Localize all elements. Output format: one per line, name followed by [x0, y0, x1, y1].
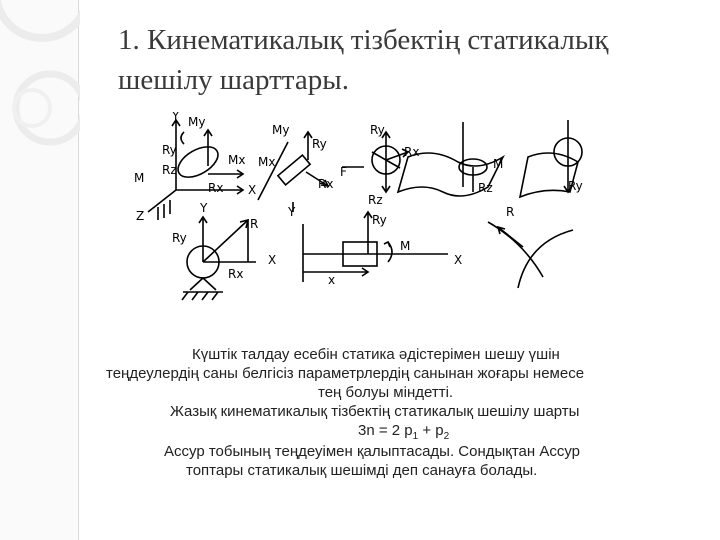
label-my2: My	[272, 123, 289, 137]
label-y1b: Y	[199, 201, 208, 215]
label-my1: My	[188, 115, 205, 129]
formula: 3n = 2 p1 + p2	[358, 421, 449, 446]
label-ry2: Ry	[312, 137, 327, 151]
label-rx6: Rx	[228, 267, 243, 281]
label-x1: X	[248, 183, 256, 197]
label-rx3: Rx	[404, 145, 419, 159]
label-ry7: Ry	[372, 213, 387, 227]
label-rz1: Rz	[162, 163, 177, 177]
label-ry3: Ry	[370, 123, 385, 137]
label-rz3: Rz	[368, 193, 383, 207]
body-line-2: теңдеулердің саны белгісіз параметрлерді…	[106, 365, 585, 382]
label-f3: F	[340, 165, 347, 179]
label-r6: R	[250, 217, 258, 231]
label-ry5: Ry	[568, 179, 583, 193]
body-line-6: Ассур тобының теңдеуімен қалыптасады. Со…	[164, 443, 581, 460]
formula-sub-2: 2	[443, 431, 450, 442]
diagram-pin-support: Ry R Rx X	[172, 215, 276, 301]
label-rz4: Rz	[478, 181, 493, 195]
label-m1: M	[134, 171, 144, 185]
diagram-cylindrical-joint: My Ry Mx Rx Y	[257, 123, 333, 219]
formula-sub-1: 1	[412, 431, 419, 442]
label-x6: X	[268, 253, 276, 267]
label-rx1: Rx	[208, 181, 223, 195]
label-m7: M	[400, 239, 410, 253]
diagram-spherical-joint: Y My Ry Rz M Mx Rx X Z Y	[134, 112, 256, 223]
label-m4: M	[493, 157, 503, 171]
formula-main: 3n = 2 p	[358, 422, 413, 439]
label-mx2: Mx	[258, 155, 275, 169]
body-line-1: Күштік талдау есебін статика әдістерімен…	[192, 346, 560, 363]
formula-plus: + p	[418, 422, 444, 439]
body-line-3: тең болуы міндетті.	[318, 384, 454, 401]
label-mx1: Mx	[228, 153, 245, 167]
title-line-2: шешілу шарттары.	[118, 64, 349, 96]
decorative-circles	[0, 0, 80, 146]
diagram-curved-contact: R	[487, 205, 574, 289]
label-z1: Z	[136, 209, 144, 223]
label-rx2: Rx	[318, 177, 333, 191]
band-divider	[78, 0, 79, 540]
kinematic-diagrams: Y My Ry Rz M Mx Rx X Z Y My Ry Mx Rx Y R	[134, 112, 583, 301]
diagram-slider: Ry M x X	[302, 210, 462, 287]
label-ry1: Ry	[162, 143, 177, 157]
title-line-1: 1. Кинематикалық тізбектің статикалық	[118, 24, 609, 56]
body-line-7: топтары статикалық шешімді деп санауға б…	[186, 462, 538, 479]
label-y1: Y	[171, 112, 180, 123]
label-y2: Y	[287, 205, 296, 219]
body-line-4: Жазық кинематикалық тізбектің статикалық…	[170, 403, 580, 420]
diagram-ball-joint: Ry Rx Rz F	[340, 123, 419, 207]
diagram-sphere-plane: Ry	[518, 120, 583, 199]
diagram-plane-pair: M Rz	[396, 122, 505, 197]
slide-title: 1. Кинематикалық тізбектің статикалық ше…	[118, 20, 688, 100]
label-x7a: x	[328, 273, 335, 287]
label-ry6: Ry	[172, 231, 187, 245]
label-x7b: X	[454, 253, 462, 267]
label-r8: R	[506, 205, 514, 219]
